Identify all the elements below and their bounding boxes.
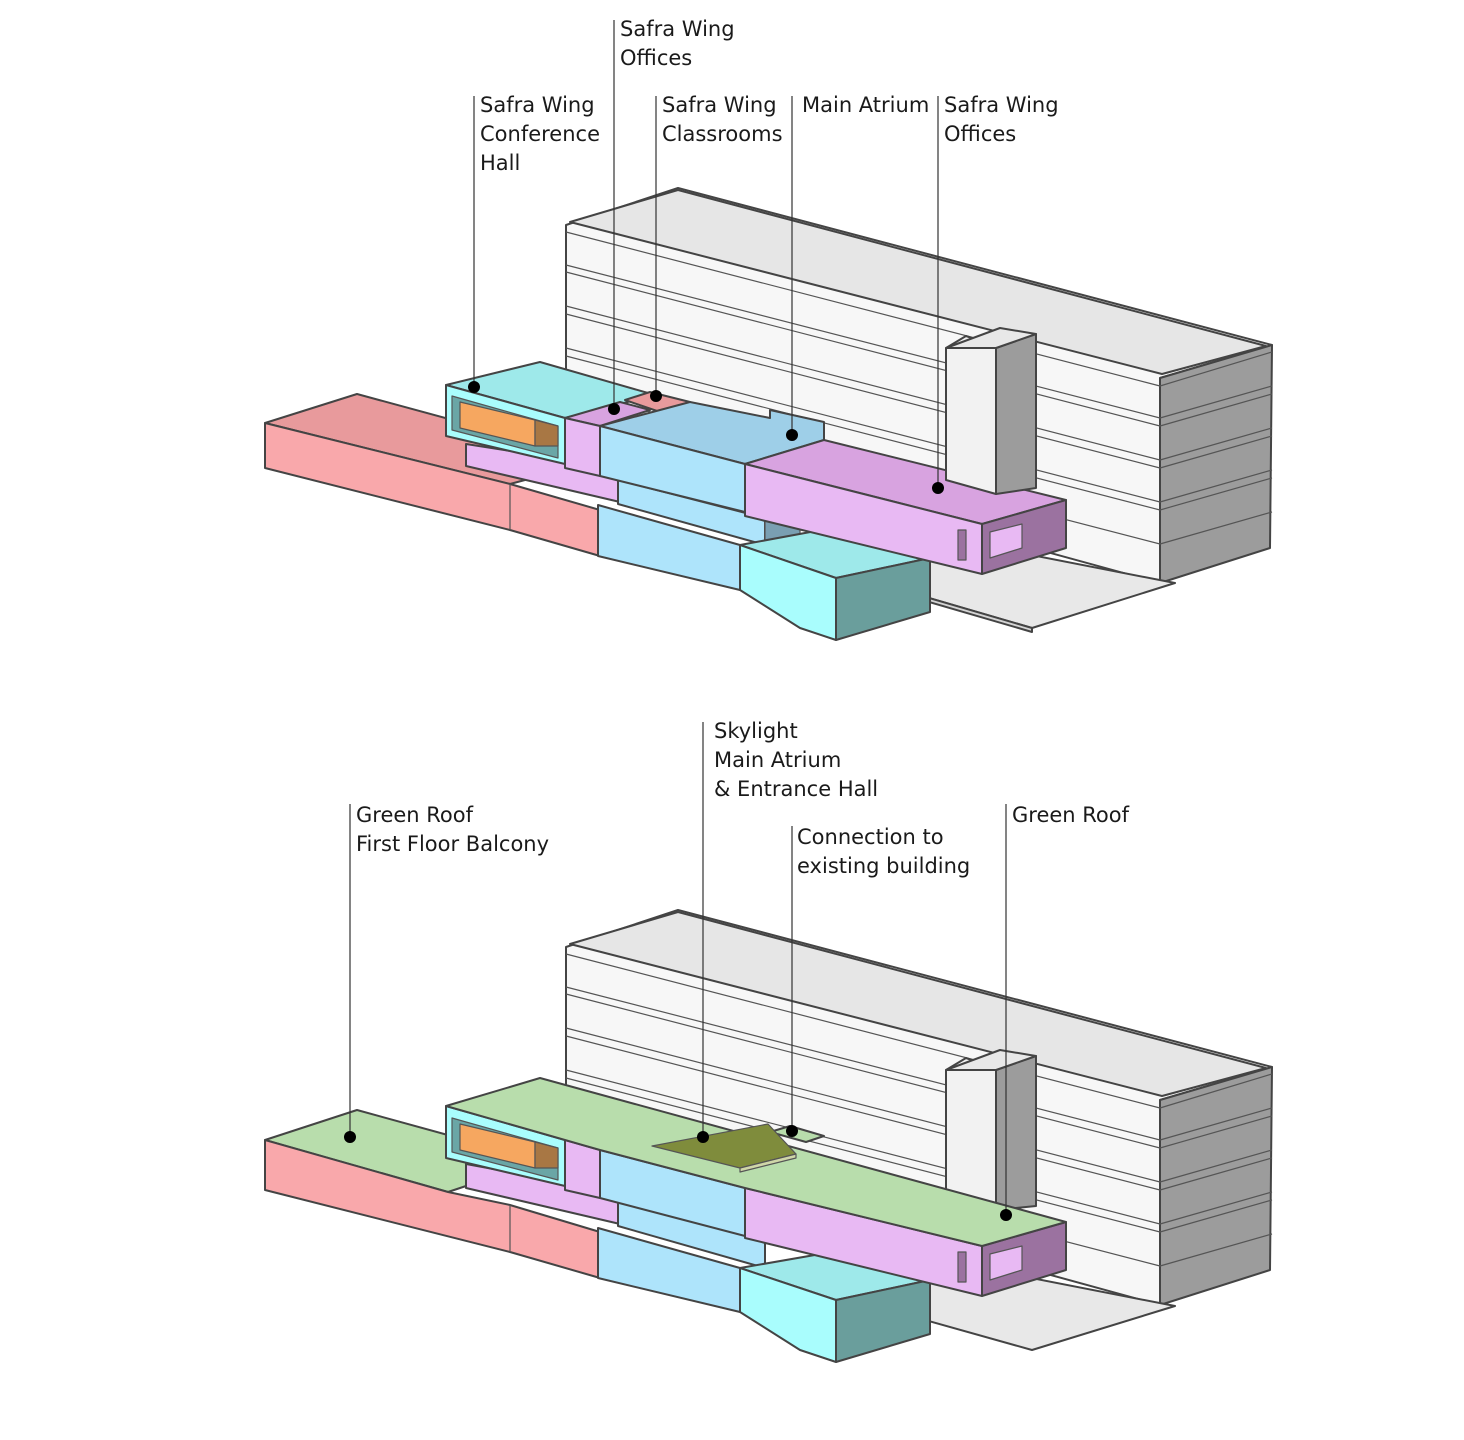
top-labels: Safra Wing Offices Safra Wing Conference… bbox=[480, 17, 1065, 175]
dot-green-roof-balcony bbox=[344, 1131, 356, 1143]
conference-hall-box-bottom bbox=[445, 1105, 566, 1187]
cyan-entrance-block-bottom bbox=[739, 1251, 931, 1363]
label-green-roof-right: Green Roof bbox=[1012, 803, 1130, 827]
conference-hall-box bbox=[445, 361, 656, 465]
dot-connection bbox=[786, 1125, 798, 1137]
label-safra-classrooms: Safra Wing Classrooms bbox=[662, 93, 783, 146]
skylight bbox=[651, 1123, 797, 1173]
dot-green-roof-right bbox=[1000, 1209, 1012, 1221]
conference-hall-brown-bottom bbox=[534, 1141, 559, 1169]
dot-safra-offices-upper bbox=[608, 403, 620, 415]
lilac-office-front bbox=[564, 417, 601, 477]
dot-main-atrium bbox=[786, 429, 798, 441]
tower-side bbox=[995, 333, 1037, 495]
dot-safra-conference bbox=[468, 381, 480, 393]
offices-long-block bbox=[744, 439, 1067, 575]
label-main-atrium: Main Atrium bbox=[802, 93, 929, 117]
tower bbox=[945, 327, 1037, 495]
tower-front bbox=[945, 335, 1001, 495]
tower-top bbox=[945, 327, 1037, 349]
top-building-model bbox=[264, 187, 1273, 641]
existing-building-floor-bands-bottom bbox=[565, 953, 1273, 1267]
cyan-entrance-block bbox=[739, 527, 931, 641]
cyan-entrance-side-bottom bbox=[835, 1279, 931, 1363]
label-safra-offices-right: Safra Wing Offices bbox=[944, 93, 1065, 146]
label-skylight: Skylight Main Atrium & Entrance Hall bbox=[714, 719, 878, 801]
cyan-entrance-side bbox=[835, 557, 931, 641]
offices-side-slot bbox=[957, 529, 967, 561]
offices-side-slot-bottom bbox=[957, 1251, 967, 1283]
dot-skylight bbox=[697, 1131, 709, 1143]
label-safra-offices-upper: Safra Wing Offices bbox=[620, 17, 741, 70]
conference-hall-brown-interior bbox=[534, 419, 559, 447]
label-connection: Connection to existing building bbox=[797, 825, 970, 878]
skylight-frame bbox=[739, 1153, 797, 1173]
tower-bottom bbox=[945, 1049, 1037, 1211]
offices-long-end bbox=[981, 499, 1067, 575]
dot-safra-classrooms bbox=[650, 390, 662, 402]
bottom-labels: Skylight Main Atrium & Entrance Hall Gre… bbox=[356, 719, 1130, 878]
tower-top-bottom bbox=[945, 1049, 1037, 1071]
label-safra-conference: Safra Wing Conference Hall bbox=[480, 93, 607, 175]
bottom-leader-lines bbox=[344, 722, 1012, 1221]
existing-building bbox=[565, 187, 1273, 633]
bottom-building-model bbox=[264, 909, 1273, 1363]
label-green-roof-balcony: Green Roof First Floor Balcony bbox=[356, 803, 549, 856]
dot-safra-offices-right bbox=[932, 482, 944, 494]
tower-front-bottom bbox=[945, 1057, 1001, 1211]
offices-end-opening bbox=[989, 523, 1023, 559]
offices-end-opening-bottom bbox=[989, 1245, 1023, 1281]
top-leader-lines bbox=[468, 20, 944, 494]
cyan-entrance-front-bottom bbox=[739, 1267, 837, 1363]
existing-building-side-bottom bbox=[1159, 1066, 1273, 1306]
cyan-entrance-front bbox=[739, 544, 837, 641]
tower-side-bottom bbox=[995, 1055, 1037, 1211]
existing-building-side bbox=[1159, 344, 1273, 584]
